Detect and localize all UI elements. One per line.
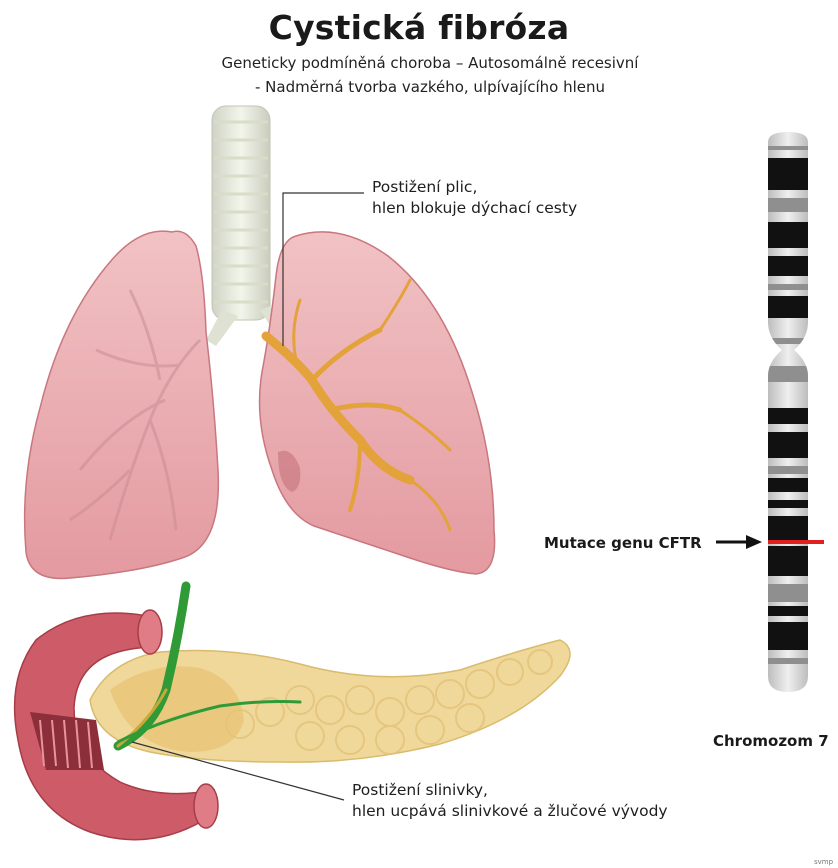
watermark: svmp [814, 858, 833, 866]
lung-label-line1: Postižení plic, [372, 177, 577, 198]
cftr-mutation-band [768, 540, 824, 544]
mutation-arrow-icon [716, 535, 762, 549]
chromosome-label: Chromozom 7 [713, 732, 829, 750]
chromosome-7 [766, 132, 824, 692]
pancreas-label-line2: hlen ucpává slinivkové a žlučové vývody [352, 801, 668, 822]
pancreas-label-line1: Postižení slinivky, [352, 780, 668, 801]
lung-label-line2: hlen blokuje dýchací cesty [372, 198, 577, 219]
left-lung [25, 231, 219, 578]
pancreas-label: Postižení slinivky, hlen ucpává slinivko… [352, 780, 668, 822]
lung-label: Postižení plic, hlen blokuje dýchací ces… [372, 177, 577, 219]
mutation-label: Mutace genu CFTR [544, 534, 702, 552]
